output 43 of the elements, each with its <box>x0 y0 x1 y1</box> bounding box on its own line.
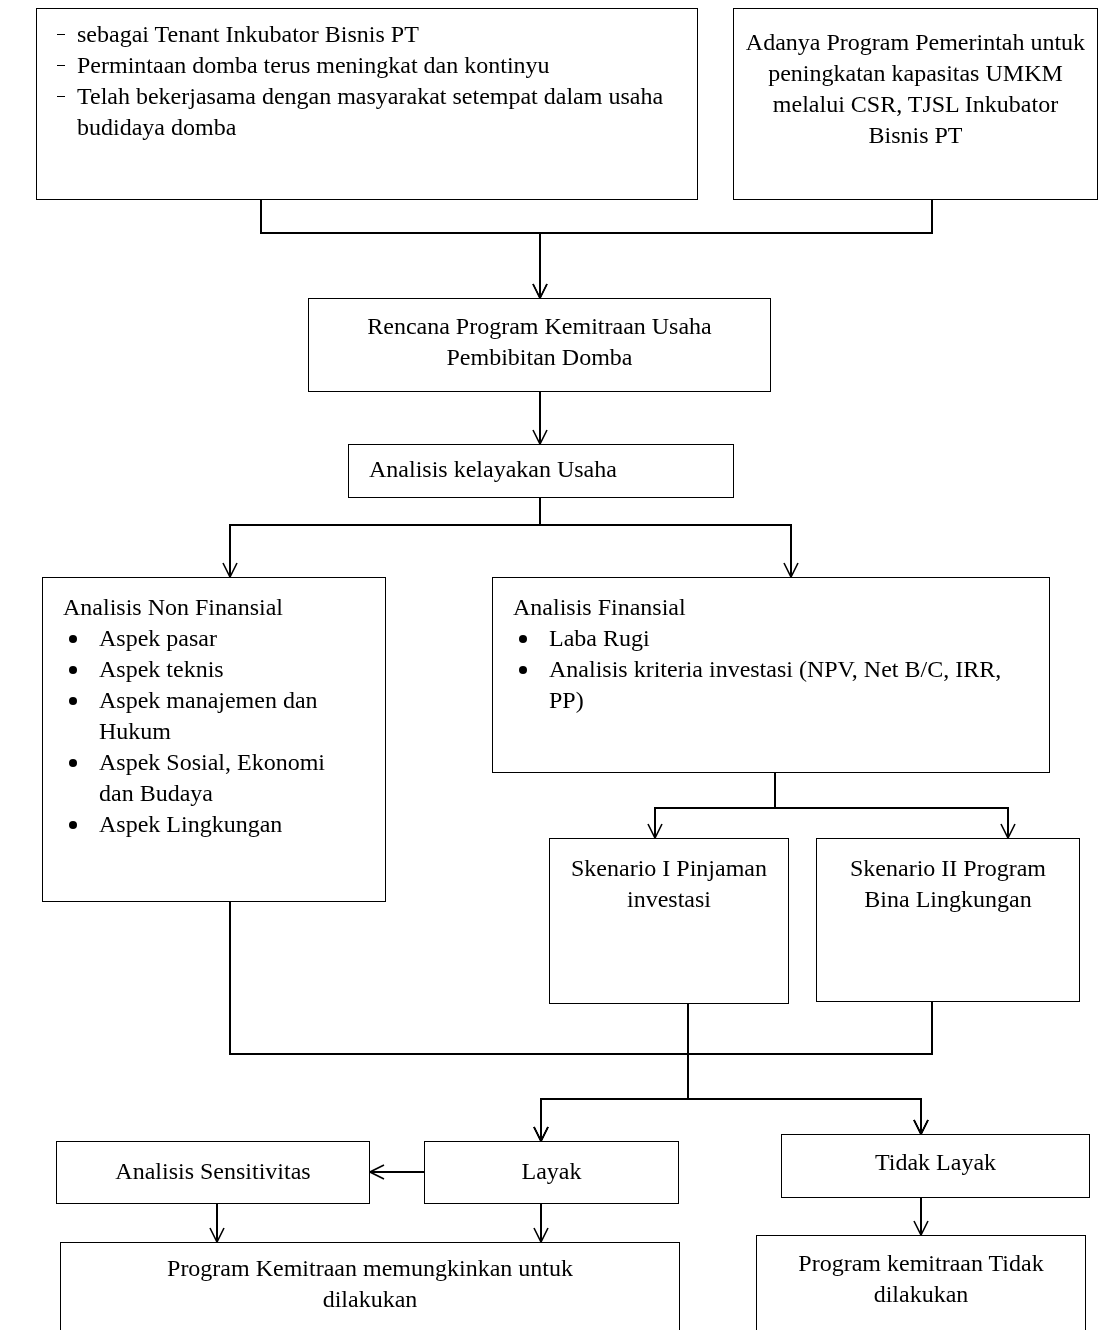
process-box <box>60 1242 680 1330</box>
box-heading: Analisis Finansial <box>513 593 687 622</box>
arrow <box>774 772 1016 839</box>
box-text: Analisis kelayakan Usaha <box>369 455 618 484</box>
box-heading: Analisis Non Finansial <box>63 593 284 622</box>
list-item: Laba Rugi <box>513 623 1029 654</box>
box-text: Rencana Program Kemitraan Usaha Pembibitan Domba <box>366 312 713 372</box>
process-box <box>816 838 1080 1002</box>
box-text: Adanya Program Pemerintah untuk peningkatan kapasitas UMKM melalui CSR, TJSL Inkubator Bisnis PT <box>744 28 1087 150</box>
list-item: sebagai Tenant Inkubator Bisnis PT <box>51 19 683 50</box>
box-text: Skenario I Pinjaman investasi <box>570 854 768 914</box>
box-text: Analisis Sensitivitas <box>114 1157 312 1186</box>
process-box <box>549 838 789 1004</box>
arrow <box>369 1164 425 1180</box>
process-box <box>781 1134 1090 1198</box>
list-item: Aspek pasar <box>63 623 365 654</box>
list-item: Aspek teknis <box>63 654 365 685</box>
arrow <box>539 497 799 578</box>
process-box <box>733 8 1098 200</box>
arrow <box>913 1197 929 1236</box>
list-item: Telah bekerjasama dengan masyarakat setempat dalam usaha budidaya domba <box>51 81 683 143</box>
box-text: Tidak Layak <box>873 1148 998 1177</box>
process-box <box>308 298 771 392</box>
process-box <box>42 577 386 902</box>
arrow <box>532 199 933 299</box>
process-box <box>756 1235 1086 1330</box>
box-text: Program Kemitraan memungkinkan untuk dilakukan <box>166 1254 574 1314</box>
arrow <box>209 1203 225 1243</box>
list-item: Aspek Lingkungan <box>63 809 365 840</box>
list-item: Permintaan domba terus meningkat dan kontinyu <box>51 50 683 81</box>
list-item: Aspek manajemen dan Hukum <box>63 685 365 747</box>
box-text: Skenario II Program Bina Lingkungan <box>849 854 1047 914</box>
list-item: Aspek Sosial, Ekonomi dan Budaya <box>63 747 365 809</box>
box-text: Program kemitraan Tidak dilakukan <box>797 1249 1045 1309</box>
process-box <box>348 444 734 498</box>
process-box <box>56 1141 370 1204</box>
list-item: Analisis kriteria investasi (NPV, Net B/C, IRR, PP) <box>513 654 1029 716</box>
process-box <box>424 1141 679 1204</box>
arrow <box>533 1203 549 1243</box>
arrow <box>532 391 548 445</box>
process-box <box>492 577 1050 773</box>
process-box <box>36 8 698 200</box>
box-text: Layak <box>520 1157 583 1186</box>
